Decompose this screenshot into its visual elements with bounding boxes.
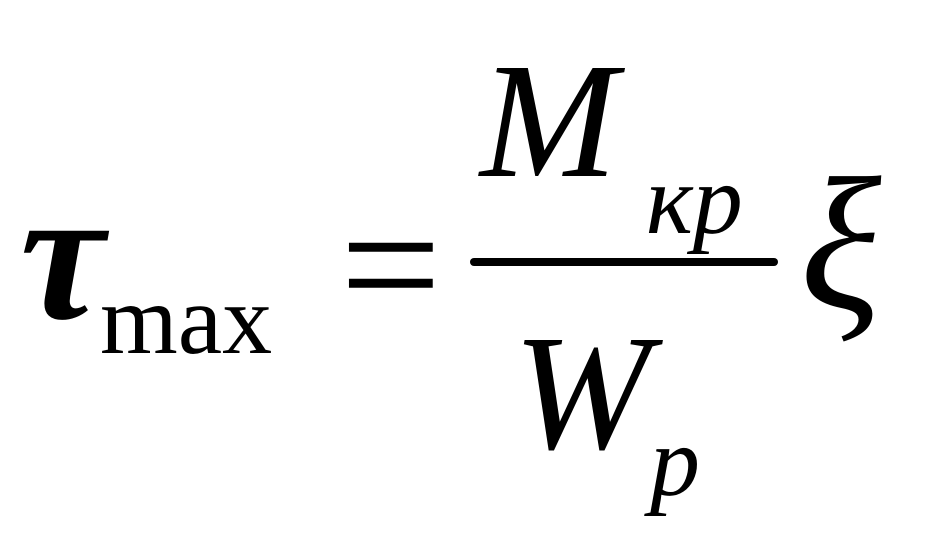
tau-subscript-max: max bbox=[100, 264, 273, 375]
xi-symbol: ξ bbox=[800, 140, 882, 350]
denominator-symbol: W bbox=[513, 301, 651, 484]
denominator-subscript: p bbox=[650, 406, 700, 517]
numerator-symbol: M bbox=[480, 29, 618, 212]
numerator-subscript: кр bbox=[646, 144, 743, 255]
equals-sign: = bbox=[340, 165, 442, 364]
tau-symbol: τ bbox=[20, 150, 105, 360]
fraction-bar bbox=[470, 258, 778, 266]
